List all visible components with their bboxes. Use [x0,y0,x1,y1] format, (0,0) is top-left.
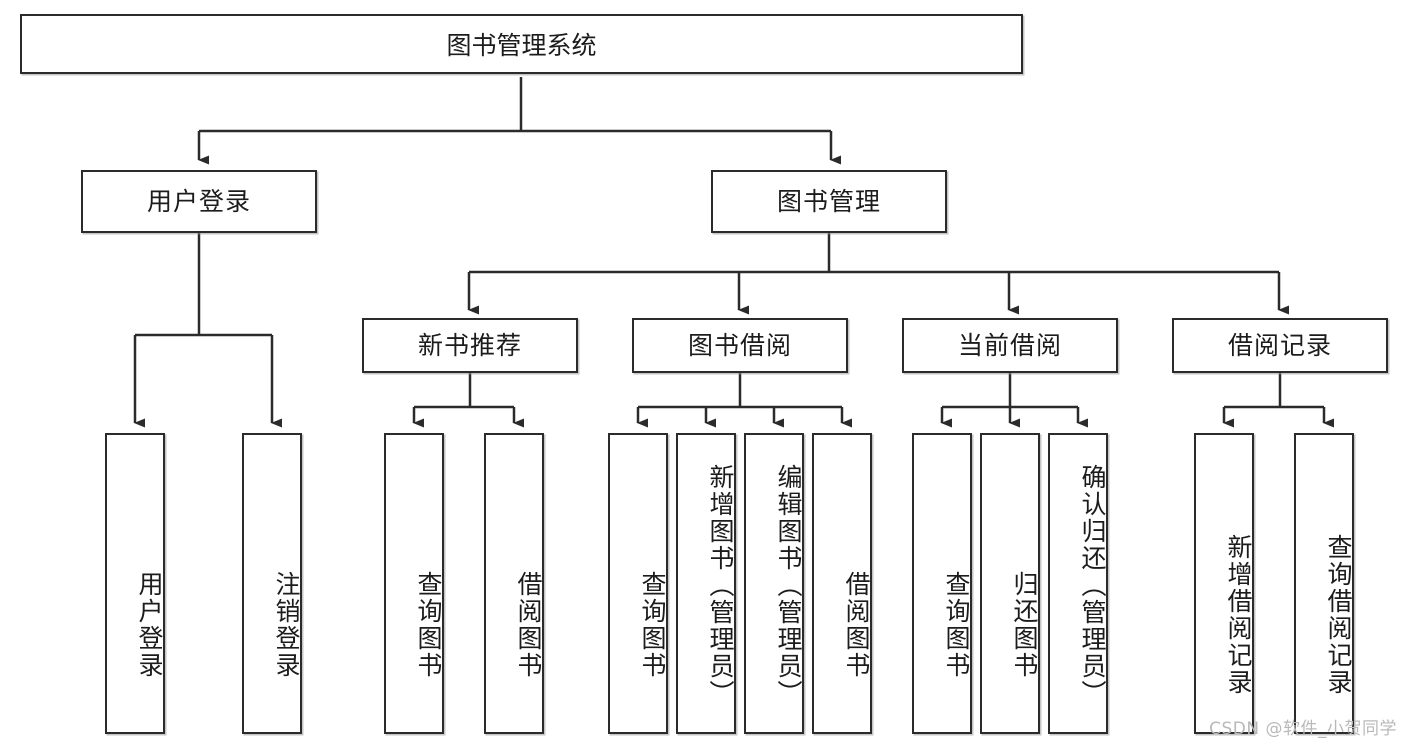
leaf-query-book-borrow[interactable]: 查询图书 [608,433,668,734]
node-label: 注销登录 [272,570,301,679]
node-label: 图书管理 [776,186,881,216]
node-label: 用户登录 [135,570,164,679]
leaf-user-login[interactable]: 用户登录 [105,433,165,734]
leaf-confirm-return-admin[interactable]: 确认归还（管理员） [1048,433,1108,734]
node-label: 新增图书（管理员） [706,464,735,707]
leaf-query-borrow-record[interactable]: 查询借阅记录 [1294,433,1354,734]
leaf-add-book-admin[interactable]: 新增图书（管理员） [676,433,736,734]
node-book-borrow[interactable]: 图书借阅 [632,318,848,373]
node-label: 新书推荐 [417,330,522,360]
node-label: 借阅图书 [514,570,543,679]
node-label: 借阅图书 [842,570,871,679]
node-new-book-recommend[interactable]: 新书推荐 [362,318,578,373]
leaf-borrow-book-recommend[interactable]: 借阅图书 [484,433,544,734]
node-label: 编辑图书（管理员） [774,464,803,707]
node-label: 图书借阅 [687,330,792,360]
node-label: 当前借阅 [957,330,1062,360]
node-label: 查询图书 [942,570,971,679]
node-label: 归还图书 [1010,570,1039,679]
leaf-logout[interactable]: 注销登录 [242,433,302,734]
node-label: 确认归还（管理员） [1078,464,1107,707]
node-label: 用户登录 [146,186,251,216]
leaf-return-book[interactable]: 归还图书 [980,433,1040,734]
leaf-query-book-recommend[interactable]: 查询图书 [384,433,444,734]
node-label: 图书管理系统 [446,31,597,60]
leaf-query-book-current[interactable]: 查询图书 [912,433,972,734]
node-label: 查询图书 [414,570,443,679]
leaf-borrow-book[interactable]: 借阅图书 [812,433,872,734]
node-label: 查询借阅记录 [1324,533,1353,696]
node-label: 新增借阅记录 [1224,533,1253,696]
node-borrow-record[interactable]: 借阅记录 [1172,318,1388,373]
node-book-management[interactable]: 图书管理 [711,170,947,233]
node-root-system[interactable]: 图书管理系统 [20,14,1023,74]
node-label: 借阅记录 [1227,330,1332,360]
csdn-watermark: CSDN @软件_小贺同学 [1209,719,1397,739]
leaf-edit-book-admin[interactable]: 编辑图书（管理员） [744,433,804,734]
node-label: 查询图书 [638,570,667,679]
node-user-login[interactable]: 用户登录 [81,170,317,233]
leaf-add-borrow-record[interactable]: 新增借阅记录 [1194,433,1254,734]
node-current-borrow[interactable]: 当前借阅 [902,318,1118,373]
